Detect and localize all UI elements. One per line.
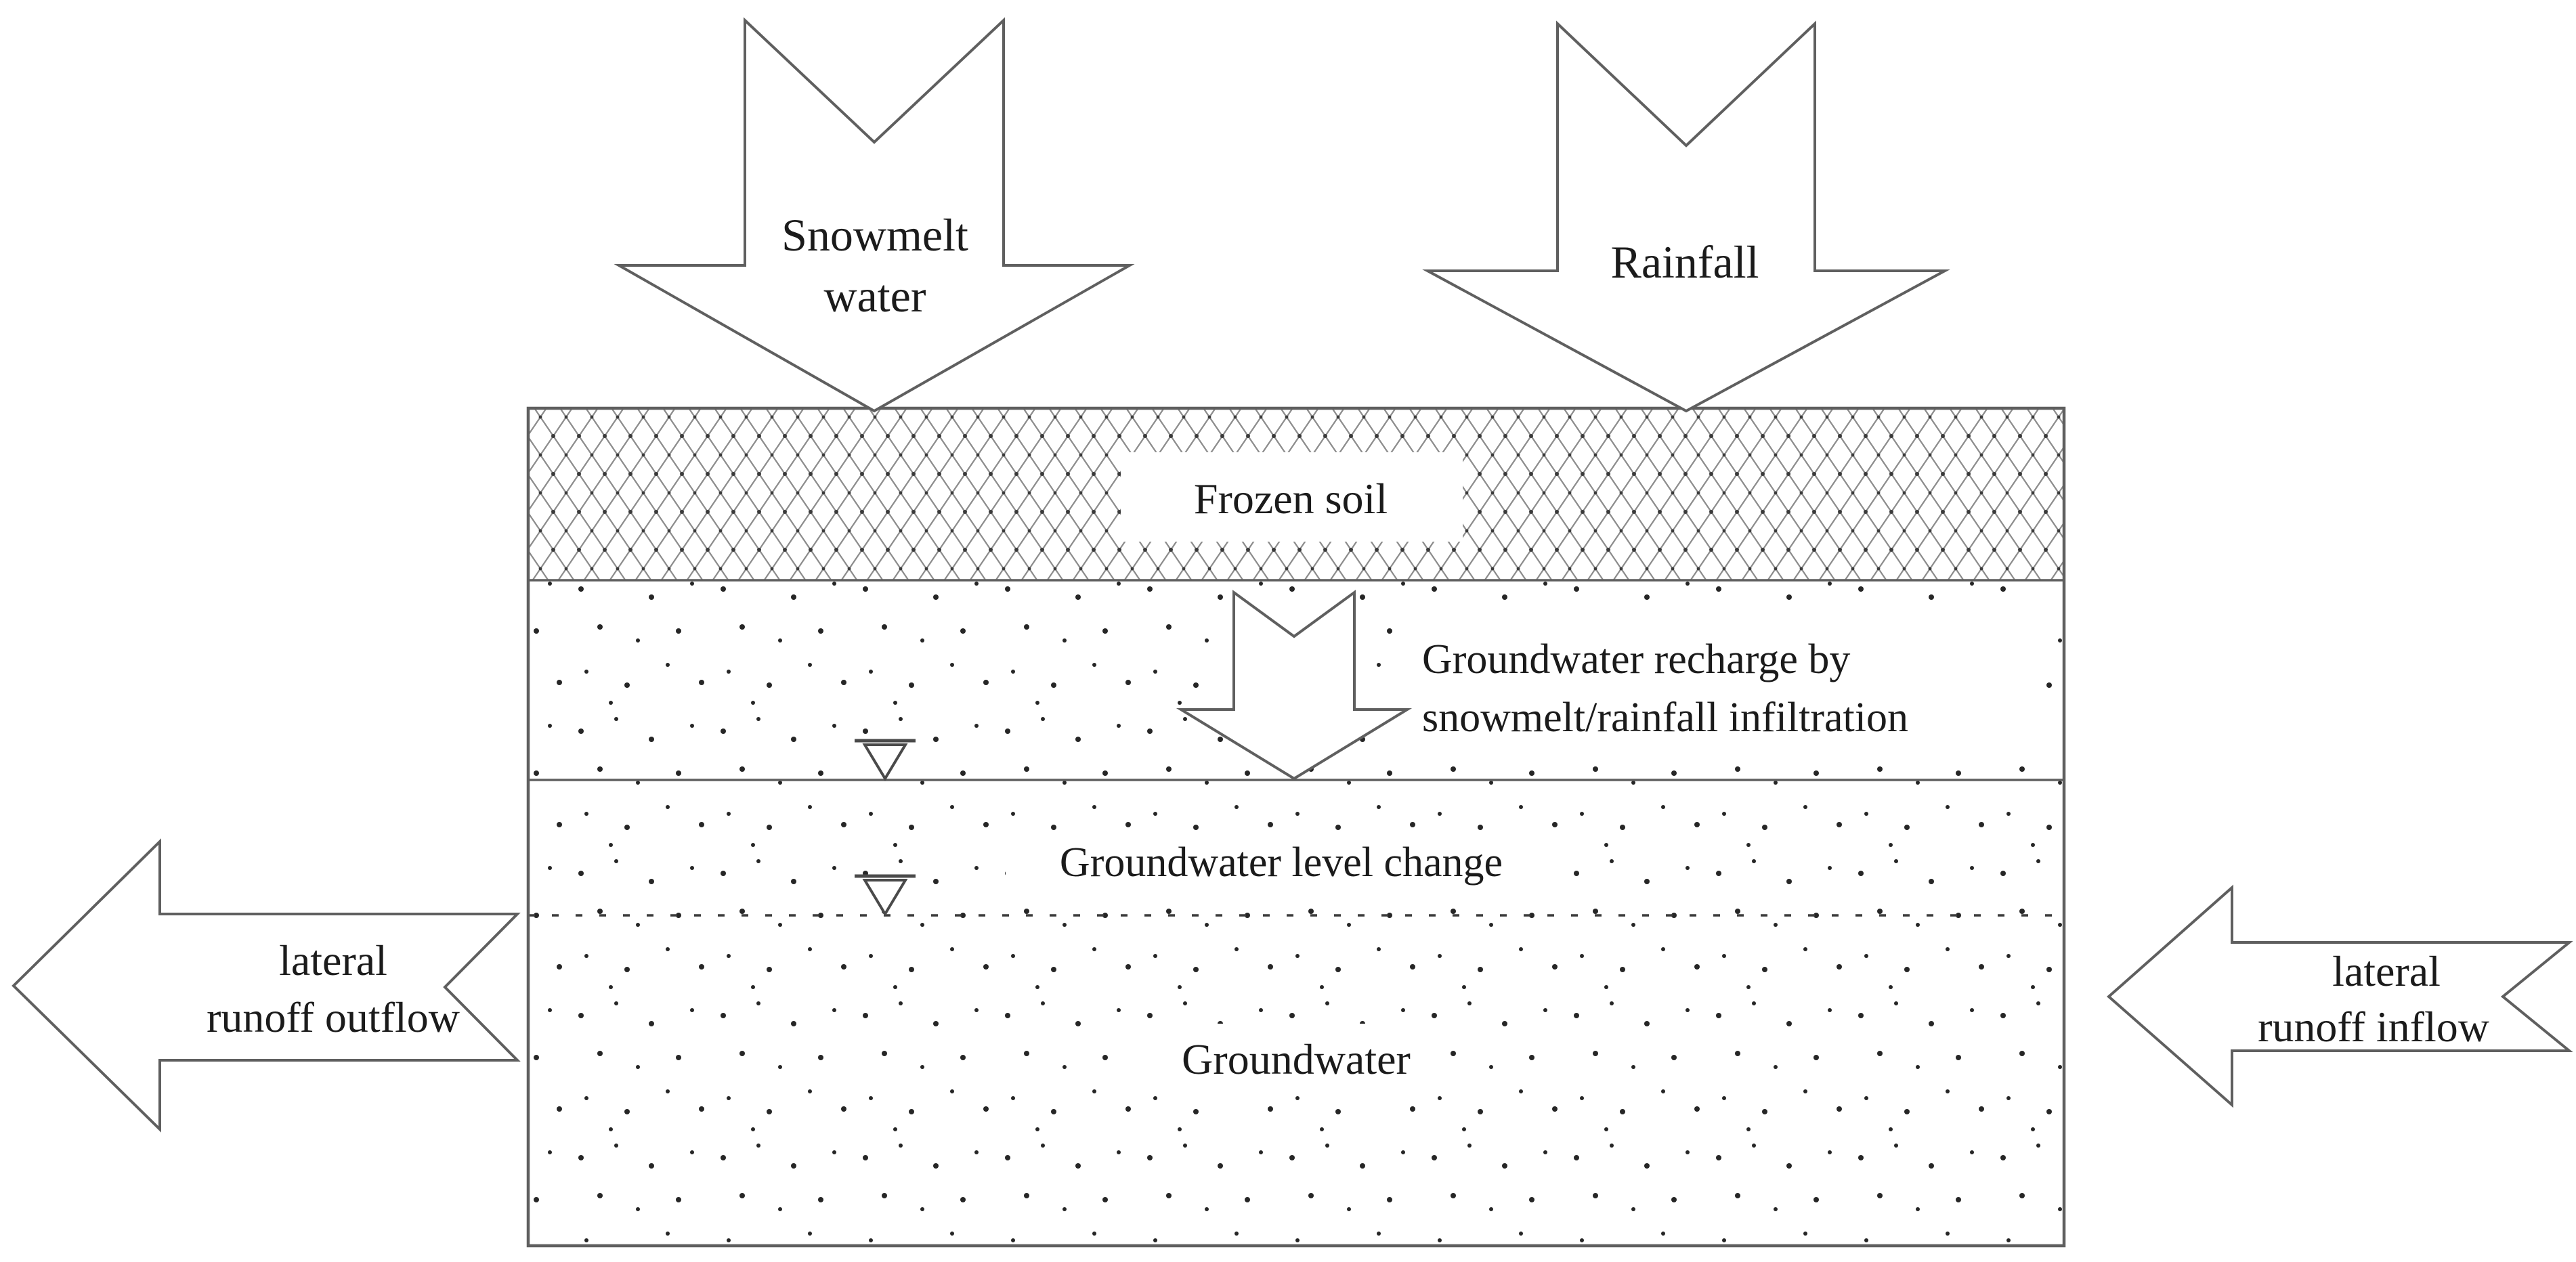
outflow-arrow: lateral runoff outflow xyxy=(12,838,521,1133)
level-change-label-bg xyxy=(1006,831,1558,892)
recharge-label-line1: Groundwater recharge by xyxy=(1422,636,1850,682)
recharge-label-line2: snowmelt/rainfall infiltration xyxy=(1422,695,1908,741)
inflow-label-line2: runoff inflow xyxy=(2258,1003,2489,1051)
water-table-icon xyxy=(855,739,916,781)
frozen-soil-label-bg xyxy=(1121,452,1463,542)
inflow-arrow: lateral runoff inflow xyxy=(2106,884,2573,1108)
snowmelt-label-line1: Snowmelt xyxy=(781,209,968,261)
outflow-label-line2: runoff outflow xyxy=(207,993,460,1041)
snowmelt-arrow: Snowmelt water xyxy=(614,17,1135,413)
level-change-label: Groundwater level change xyxy=(1060,840,1503,886)
rainfall-label: Rainfall xyxy=(1610,236,1759,288)
outflow-label-line1: lateral xyxy=(279,936,387,984)
groundwater-label: Groundwater xyxy=(1182,1035,1411,1083)
groundwater-label-bg xyxy=(1155,1024,1442,1095)
soil-box-border xyxy=(526,406,2066,1248)
rainfall-arrow: Rainfall xyxy=(1422,20,1950,413)
snowmelt-label-line2: water xyxy=(823,270,926,322)
inflow-label-line1: lateral xyxy=(2332,947,2441,995)
water-table-icon xyxy=(855,874,916,917)
recharge-arrow xyxy=(1176,590,1413,781)
recharge-label-bg xyxy=(1396,619,2043,752)
frozen-soil-label: Frozen soil xyxy=(1194,475,1388,523)
soil-box xyxy=(526,406,2066,1248)
